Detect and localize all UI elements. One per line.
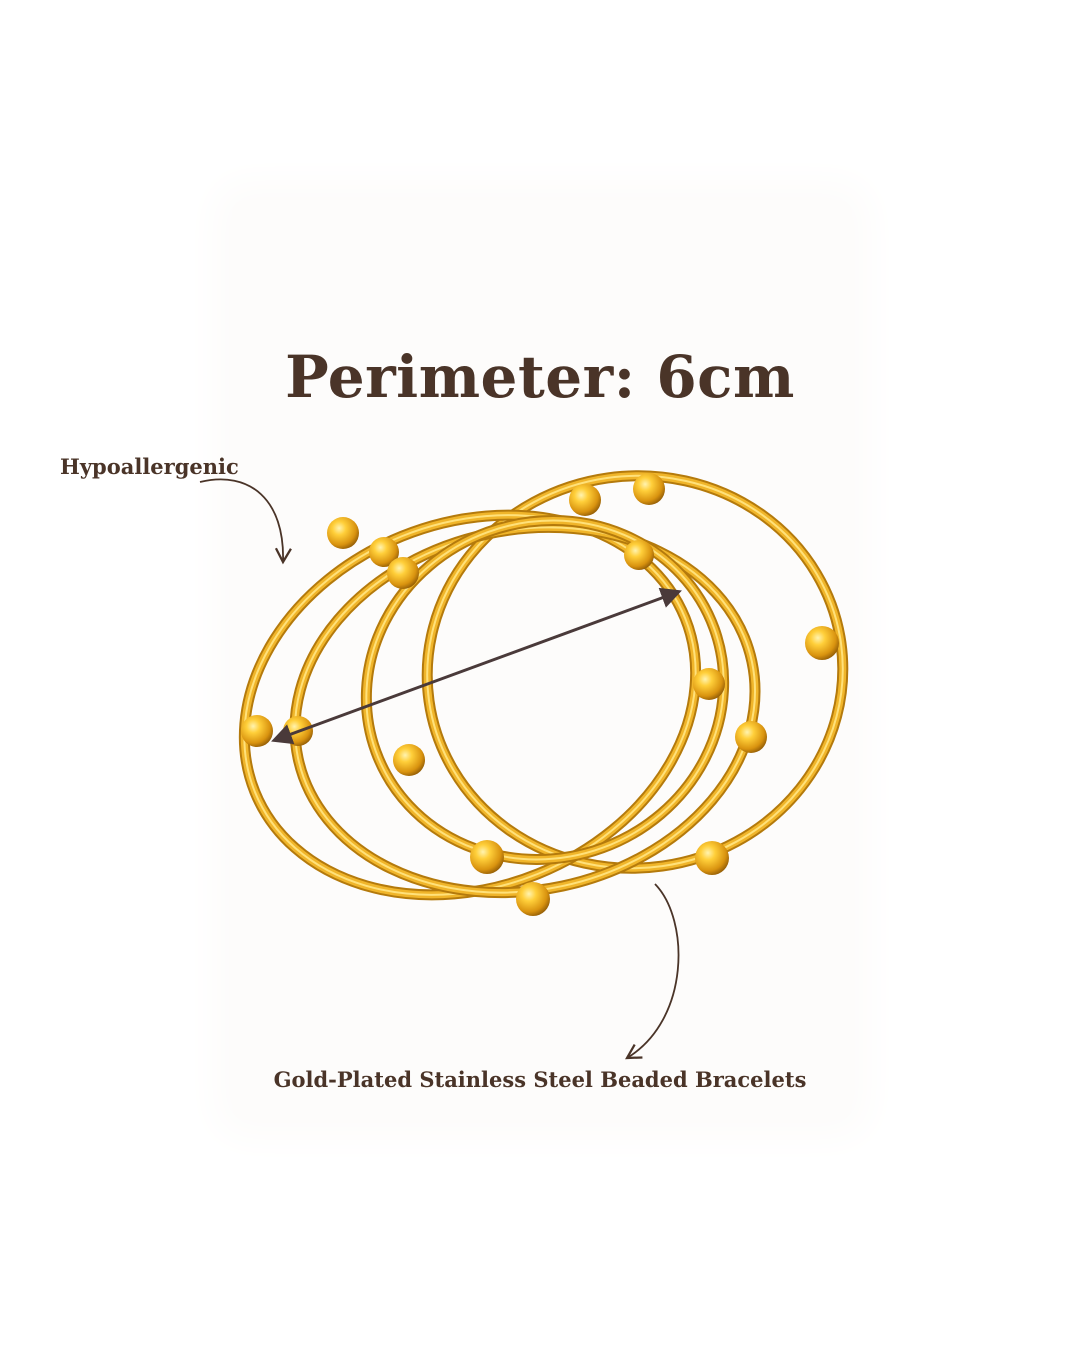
bead <box>805 626 839 660</box>
bead <box>387 557 419 589</box>
bead <box>516 882 550 916</box>
bracelet-inner <box>360 515 730 865</box>
hypoallergenic-pointer <box>199 478 292 565</box>
bead <box>241 715 273 747</box>
product-caption: Gold-Plated Stainless Steel Beaded Brace… <box>273 1067 807 1092</box>
bead <box>695 841 729 875</box>
bead <box>369 537 399 567</box>
hypoallergenic-label: Hypoallergenic <box>60 454 239 479</box>
bead <box>569 484 601 516</box>
bead <box>693 668 725 700</box>
bead <box>633 473 665 505</box>
bracelet-left <box>238 509 702 901</box>
caption-pointer <box>625 883 680 1060</box>
page-title: Perimeter: 6cm <box>285 343 795 411</box>
diameter-arrow <box>271 587 682 745</box>
bead <box>624 540 654 570</box>
bead <box>393 744 425 776</box>
bead <box>470 840 504 874</box>
bead <box>735 721 767 753</box>
bead <box>327 517 359 549</box>
